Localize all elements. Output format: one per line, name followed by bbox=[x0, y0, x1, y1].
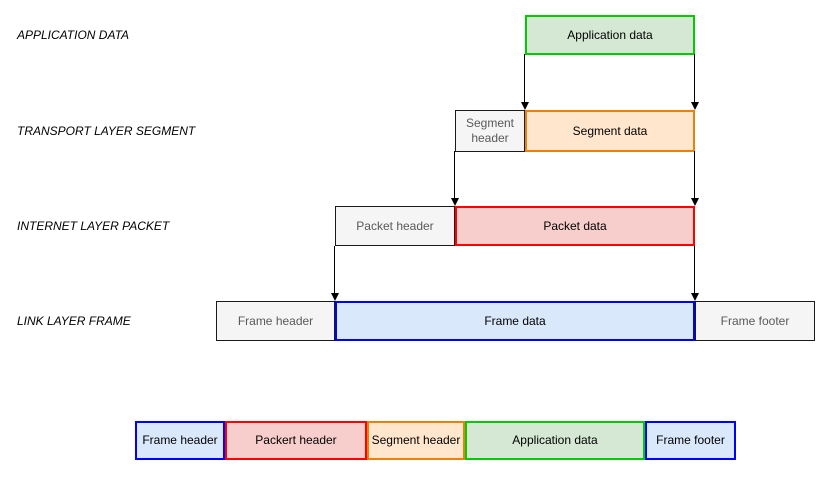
composite-application-data-box: Application data bbox=[465, 421, 645, 460]
arrow-packet-to-frame-right bbox=[690, 246, 699, 301]
arrow-segment-to-packet-left bbox=[450, 151, 459, 206]
composite-packet-header-box: Packert header bbox=[225, 421, 367, 460]
row-label-link-layer-frame: LINK LAYER FRAME bbox=[17, 314, 131, 328]
row-label-transport-layer-segment: TRANSPORT LAYER SEGMENT bbox=[17, 124, 196, 138]
row-label-internet-layer-packet: INTERNET LAYER PACKET bbox=[17, 219, 170, 233]
composite-frame-footer-box: Frame footer bbox=[645, 421, 736, 460]
frame-footer-box: Frame footer bbox=[695, 301, 815, 341]
frame-header-box: Frame header bbox=[216, 301, 335, 341]
segment-data-box: Segment data bbox=[525, 110, 695, 152]
composite-frame-header-box: Frame header bbox=[135, 421, 225, 460]
application-data-box: Application data bbox=[525, 15, 695, 55]
segment-header-box: Segment header bbox=[455, 110, 525, 152]
arrow-packet-to-frame-left bbox=[330, 246, 339, 301]
arrow-application-to-segment-left bbox=[520, 54, 529, 110]
arrow-application-to-segment-right bbox=[690, 54, 699, 110]
frame-data-box: Frame data bbox=[335, 301, 695, 341]
arrow-segment-to-packet-right bbox=[690, 151, 699, 206]
row-label-application-data: APPLICATION DATA bbox=[17, 28, 130, 42]
packet-header-box: Packet header bbox=[335, 206, 455, 246]
packet-data-box: Packet data bbox=[455, 206, 695, 246]
composite-segment-header-box: Segment header bbox=[367, 421, 465, 460]
